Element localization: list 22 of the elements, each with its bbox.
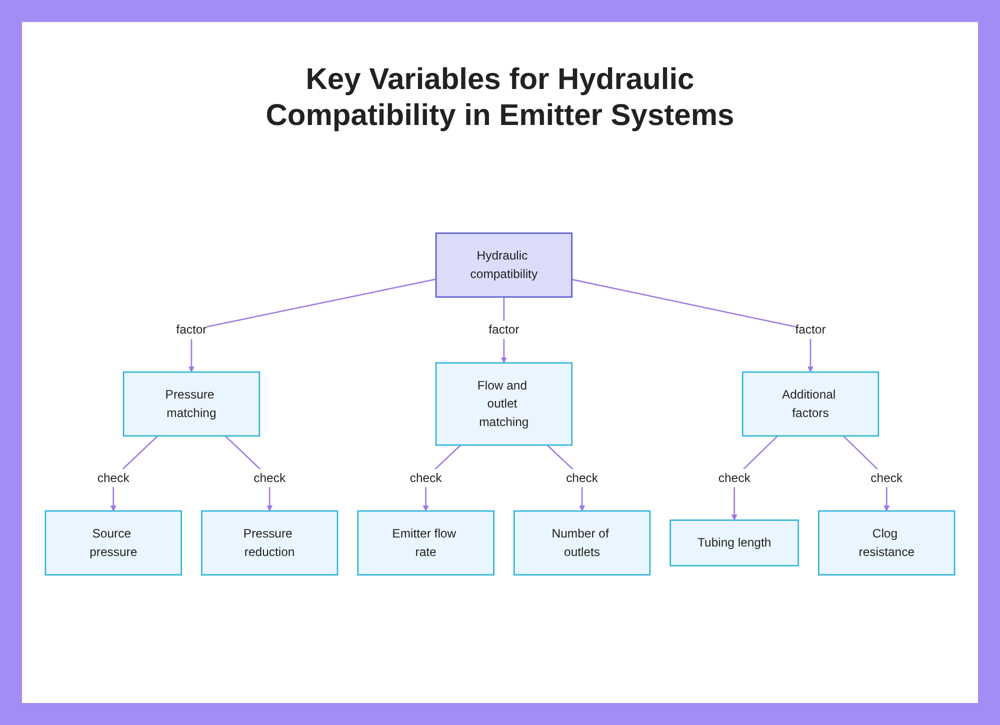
node-box: Flow and outlet matching bbox=[435, 362, 573, 446]
node-box: Number of outlets bbox=[513, 510, 651, 576]
node-box: Emitter flow rate bbox=[357, 510, 494, 576]
edge-label: check bbox=[254, 470, 286, 484]
edge-label: factor bbox=[795, 322, 826, 336]
node-box: Hydraulic compatibility bbox=[435, 232, 573, 298]
title: Key Variables for Hydraulic Compatibility in Emitter Systems bbox=[264, 62, 736, 134]
edge-label: factor bbox=[488, 322, 520, 336]
node-box: Source pressure bbox=[44, 510, 182, 576]
edge-label: check bbox=[566, 470, 598, 484]
edge-label: check bbox=[718, 470, 750, 484]
node-box: Pressure reduction bbox=[200, 510, 338, 576]
arrow bbox=[572, 278, 814, 372]
edge-label: check bbox=[410, 470, 442, 484]
edge-label: check bbox=[870, 470, 903, 484]
edge-label: factor bbox=[176, 322, 207, 336]
node-box: Tubing length bbox=[670, 519, 800, 566]
arrow bbox=[188, 278, 436, 372]
node-box: Pressure matching bbox=[122, 371, 260, 437]
edge-label: check bbox=[97, 470, 130, 484]
node-box: Additional factors bbox=[742, 371, 880, 437]
node-box: Clog resistance bbox=[818, 510, 956, 576]
